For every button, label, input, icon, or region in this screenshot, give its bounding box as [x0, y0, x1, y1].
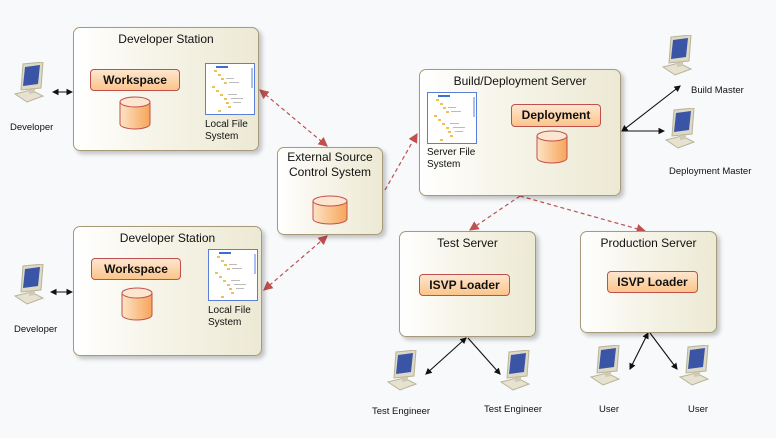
database-icon	[121, 287, 153, 321]
actor-label: Developer	[14, 324, 58, 335]
file-system-thumbnail	[208, 249, 258, 301]
fs-label-line1: Local File	[205, 119, 248, 130]
user-workstation-icon[interactable]	[589, 345, 625, 389]
deployment-master-workstation-icon[interactable]	[664, 108, 700, 152]
workspace-component[interactable]: Workspace	[90, 69, 180, 91]
database-icon	[312, 195, 348, 225]
title-line2: Control System	[288, 165, 372, 179]
fs-label-line1: Server File	[427, 147, 476, 158]
assoc-test-eng1	[425, 337, 467, 375]
actor-label: User	[688, 404, 709, 415]
test-engineer-workstation-icon[interactable]	[386, 350, 422, 394]
node-title: Developer Station	[119, 231, 216, 245]
node-title: Developer Station	[118, 32, 214, 46]
dep-dev1-scs	[259, 89, 328, 147]
node-title: Test Server	[437, 236, 498, 250]
node-title: Build/Deployment Server	[453, 74, 587, 88]
database-icon	[119, 96, 151, 130]
user-workstation-icon[interactable]	[678, 345, 714, 389]
actor-label: Test Engineer	[484, 404, 543, 415]
dep-dev2-scs	[263, 235, 328, 291]
file-system-thumbnail	[427, 92, 477, 144]
build-master-workstation-icon[interactable]	[661, 35, 697, 79]
assoc-user2	[649, 332, 678, 370]
deployment-component[interactable]: Deployment	[511, 104, 601, 127]
actor-label: Test Engineer	[372, 406, 431, 417]
actor-label: Build Master	[691, 85, 744, 96]
workspace-component[interactable]: Workspace	[91, 258, 181, 280]
file-system-thumbnail	[205, 63, 255, 115]
fs-label-line1: Local File	[208, 305, 251, 316]
dep-build-prod	[519, 195, 647, 234]
dep-build-test	[469, 195, 521, 231]
developer-workstation-icon[interactable]	[13, 62, 49, 106]
assoc-test-eng2	[467, 337, 501, 375]
fs-label-line2: System	[427, 159, 461, 170]
actor-label: Developer	[10, 122, 54, 133]
assoc-user1	[629, 332, 649, 370]
node-title: Production Server	[600, 236, 697, 250]
actor-label: User	[599, 404, 620, 415]
test-server-node[interactable]: Test Server ISVP Loader	[399, 231, 536, 337]
production-server-node[interactable]: Production Server ISVP Loader	[580, 231, 717, 333]
fs-label-line2: System	[208, 317, 242, 328]
isvp-loader-component[interactable]: ISVP Loader	[607, 271, 698, 293]
assoc-build-master	[621, 85, 681, 132]
developer-workstation-icon[interactable]	[13, 264, 49, 308]
fs-label-line2: System	[205, 131, 239, 142]
database-icon	[536, 130, 568, 164]
isvp-loader-component[interactable]: ISVP Loader	[419, 274, 510, 296]
dep-scs-build	[384, 132, 418, 191]
test-engineer-workstation-icon[interactable]	[499, 350, 535, 394]
actor-label: Deployment Master	[669, 166, 752, 177]
title-line1: External Source	[287, 150, 373, 164]
